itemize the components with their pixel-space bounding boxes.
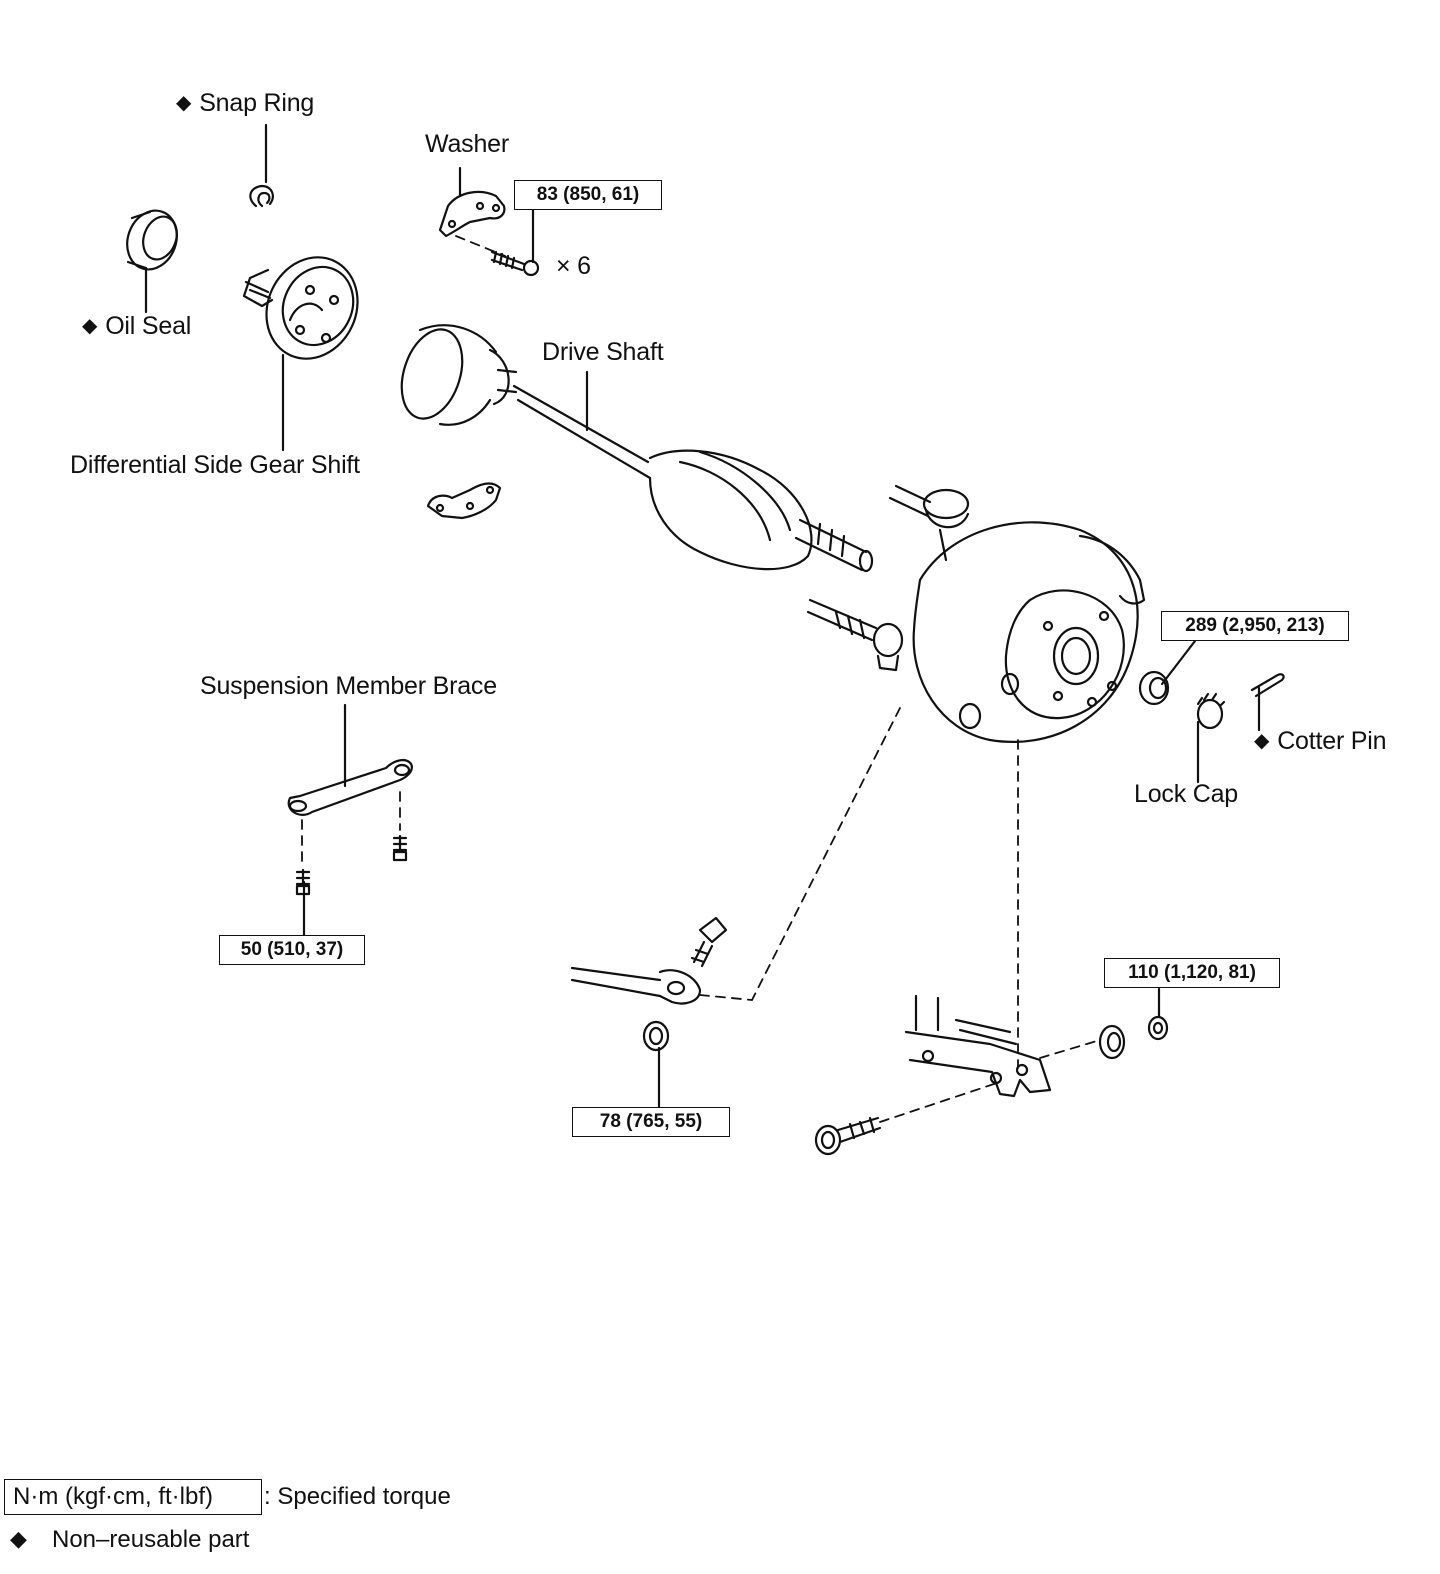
washer-part-upper [438, 190, 506, 238]
snap-ring-label: Snap Ring [176, 88, 314, 120]
cotter-pin-part [1250, 673, 1285, 698]
torque-link-nut: 78 (765, 55) [572, 1107, 730, 1137]
suspension-member-brace-label: Suspension Member Brace [200, 672, 497, 700]
drive-shaft-label: Drive Shaft [542, 338, 664, 366]
axle-hub-part [806, 484, 1146, 743]
drive-shaft-part [400, 324, 874, 573]
cotter-pin-label: Cotter Pin [1254, 726, 1386, 758]
brace-bolt-part-left [295, 868, 311, 896]
link-arm-part [570, 966, 702, 1005]
oil-seal-part [126, 209, 178, 271]
torque-washer-bolt: 83 (850, 61) [514, 180, 662, 210]
lock-cap-label: Lock Cap [1134, 780, 1239, 808]
legend-non-reusable-text: Non–reusable part [52, 1526, 250, 1553]
side-gear-shaft-part [242, 256, 359, 360]
washer-bolt-part [490, 250, 540, 277]
washer-part-lower [426, 482, 502, 520]
lower-arm-bolt-part [814, 1116, 882, 1156]
washer-label: Washer [425, 130, 510, 158]
torque-brace-bolt: 50 (510, 37) [219, 935, 365, 965]
legend-torque-text: : Specified torque [264, 1483, 451, 1510]
suspension-brace-part [287, 758, 413, 816]
bolt-quantity-label: × 6 [556, 252, 591, 280]
legend-torque-unit-box: N·m (kgf·cm, ft·lbf) [4, 1479, 262, 1515]
dashed-assembly-lines [301, 235, 1101, 1123]
lock-cap-part [1196, 692, 1226, 730]
lower-arm-washer-part [1098, 1024, 1126, 1060]
legend-diamond-icon: ◆ [10, 1526, 27, 1551]
lower-arm-bracket-part [904, 994, 1052, 1098]
lower-arm-nut-part [1147, 1015, 1169, 1041]
snap-ring-part [249, 184, 274, 208]
link-nut-part [642, 1020, 670, 1052]
torque-axle-nut: 289 (2,950, 213) [1161, 611, 1349, 641]
link-bolt-part [690, 916, 728, 968]
oil-seal-label: Oil Seal [82, 311, 191, 343]
differential-side-gear-shaft-label: Differential Side Gear Shift [70, 451, 360, 479]
brace-bolt-part-right [392, 834, 408, 862]
axle-nut-part [1138, 670, 1170, 706]
torque-lower-arm-nut: 110 (1,120, 81) [1104, 958, 1280, 988]
